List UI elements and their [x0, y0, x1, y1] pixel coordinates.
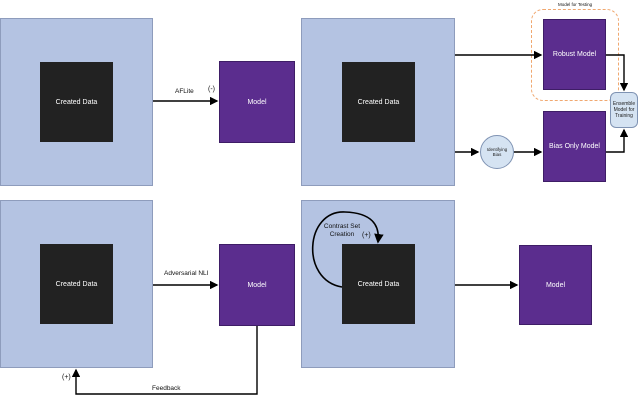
model-bottom-right: Model [519, 245, 592, 325]
aflite-sign: (-) [208, 86, 215, 93]
robust-model: Robust Model [543, 19, 606, 90]
arrow-feedback [71, 326, 258, 395]
created-data-top-right: Created Data [342, 62, 415, 142]
identifying-bias-node: Identifying Bias [480, 135, 514, 169]
model-for-testing-label: Model for Testing [558, 2, 593, 7]
model-bottom-left: Model [219, 244, 295, 326]
created-data-bottom-left: Created Data [40, 244, 113, 324]
created-data-bottom-right: Created Data [342, 244, 415, 324]
arrow-robust-to-ensemble [606, 54, 629, 92]
model-top-left: Model [219, 61, 295, 143]
feedback-sign: (+) [62, 374, 71, 381]
bias-only-model: Bias Only Model [543, 111, 606, 182]
aflite-label: AFLite [175, 88, 194, 95]
arrow-bias-to-ensemble [606, 128, 629, 153]
contrast-set-label: Contrast Set Creation [323, 223, 361, 239]
feedback-label: Feedback [152, 385, 181, 392]
arrow-contrast-set-loop [311, 211, 384, 288]
created-data-top-left: Created Data [40, 62, 113, 142]
ensemble-model-node: Ensemble Model for Training [610, 92, 638, 128]
adversarial-nli-label: Adversarial NLI [164, 270, 209, 277]
contrast-set-sign: (+) [362, 232, 371, 239]
